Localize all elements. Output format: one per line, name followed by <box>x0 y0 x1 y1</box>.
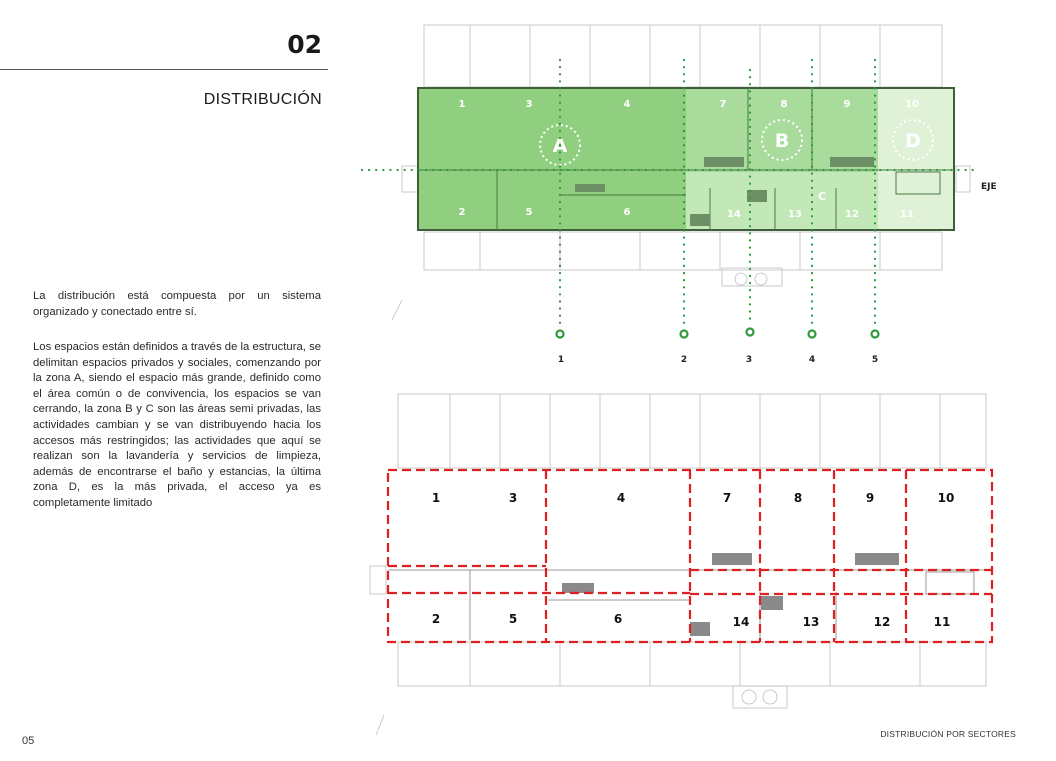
axis-number: 1 <box>558 355 564 365</box>
sector-boundaries <box>386 468 994 644</box>
top-plan-walls <box>417 87 955 231</box>
paragraph-description: Los espacios están definidos a través de… <box>33 341 321 509</box>
room-number: 5 <box>526 207 533 218</box>
room-number: 7 <box>723 491 731 505</box>
axis-number: 4 <box>809 355 815 365</box>
room-number: 3 <box>526 99 533 110</box>
zone-b-label: B <box>775 130 789 152</box>
header-divider <box>0 69 328 70</box>
paragraph-intro: La distribución está compuesta por un si… <box>33 290 321 318</box>
room-number: 11 <box>934 615 951 629</box>
zone-d-label: D <box>905 130 921 152</box>
top-plan-stairs <box>575 157 874 226</box>
axis-number: 3 <box>746 355 752 365</box>
section-title: DISTRIBUCIÓN <box>203 91 322 108</box>
axis-markers <box>555 327 880 339</box>
bottom-floor-plan: 1 3 4 7 8 9 10 2 5 6 14 13 12 11 <box>369 393 994 736</box>
room-number: 6 <box>624 207 631 218</box>
zone-c-label: C <box>818 190 826 203</box>
room-number: 9 <box>844 99 851 110</box>
bottom-plan-stairs <box>562 553 899 636</box>
top-room-numbers: 1 3 4 7 8 9 10 2 5 6 14 13 12 11 <box>459 99 919 220</box>
axis-number: 5 <box>872 355 878 365</box>
room-number: 8 <box>781 99 788 110</box>
zone-circles <box>539 119 934 166</box>
bottom-room-numbers: 1 3 4 7 8 9 10 2 5 6 14 13 12 11 <box>432 491 955 629</box>
room-number: 10 <box>905 99 919 110</box>
room-number: 1 <box>459 99 466 110</box>
room-number: 12 <box>874 615 891 629</box>
room-number: 13 <box>803 615 820 629</box>
room-number: 5 <box>509 612 517 626</box>
room-number: 4 <box>624 99 631 110</box>
room-number: 14 <box>733 615 750 629</box>
zone-c-area <box>686 172 878 230</box>
room-number: 2 <box>459 207 466 218</box>
room-number: 11 <box>900 209 914 220</box>
column-axis-numbers: 1 2 3 4 5 <box>558 355 878 365</box>
room-number: 6 <box>614 612 622 626</box>
room-number: 10 <box>938 491 955 505</box>
zone-a-area <box>418 88 686 230</box>
room-number: 14 <box>727 209 741 220</box>
room-number: 2 <box>432 612 440 626</box>
axis-label-eje: EJE <box>981 182 997 192</box>
page-number: 05 <box>22 735 35 747</box>
room-number: 12 <box>845 209 859 220</box>
room-number: 9 <box>866 491 874 505</box>
room-number: 3 <box>509 491 517 505</box>
room-number: 13 <box>788 209 802 220</box>
room-number: 7 <box>720 99 727 110</box>
room-number: 8 <box>794 491 802 505</box>
axis-lines <box>360 58 977 328</box>
room-number: 1 <box>432 491 440 505</box>
footer-label: DISTRIBUCIÓN POR SECTORES <box>880 729 1016 739</box>
bottom-plan-structure-lines <box>369 393 987 736</box>
top-floor-plan: A B C D 1 3 4 7 8 9 10 2 5 6 14 13 12 11 <box>360 24 997 365</box>
zone-d-area <box>878 88 954 230</box>
axis-number: 2 <box>681 355 687 365</box>
room-number: 4 <box>617 491 625 505</box>
section-number: 02 <box>287 30 322 59</box>
